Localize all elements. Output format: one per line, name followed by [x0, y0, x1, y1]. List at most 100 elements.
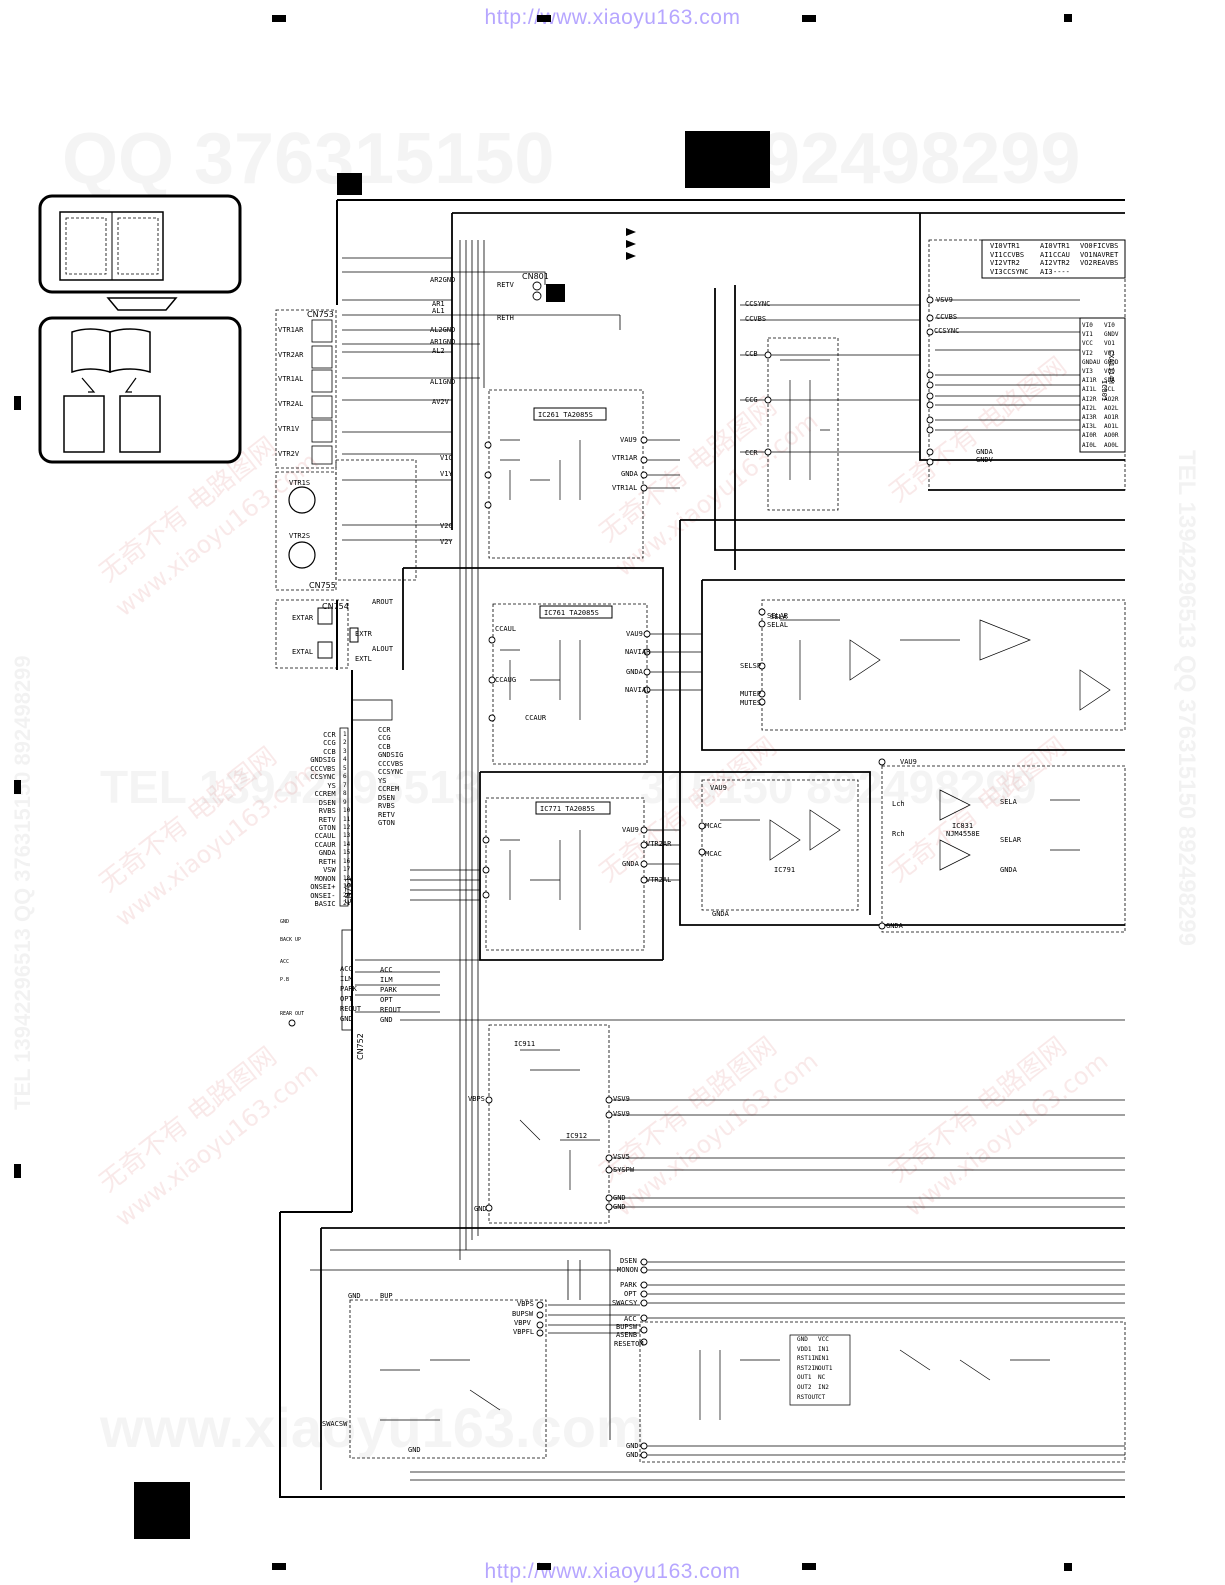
- registration-mark: [14, 1164, 21, 1178]
- ic-label-regulator-a: IC911: [514, 1040, 536, 1048]
- net-label-swacsy: SWACSY: [612, 1299, 638, 1307]
- cn751-pin-number: 10: [343, 807, 351, 815]
- net-label-vbpfl: VBPFL: [513, 1328, 535, 1336]
- cn752-net-label: REOUT: [380, 1006, 402, 1014]
- reset-ic-pin-right: NC: [818, 1374, 826, 1382]
- cn752-net-label: PARK: [380, 986, 397, 994]
- watermark-tel-mid: TEL 13942296513: [100, 760, 480, 814]
- net-label-ar1gnd: AR1GND: [430, 338, 456, 346]
- net-label-vsv9: VSV9: [613, 1110, 630, 1118]
- net-label-vtr1al: VTR1AL: [612, 484, 638, 492]
- reset-ic-pin-left: RSTOUT: [797, 1393, 819, 1401]
- cn751-net-label: RVBS: [378, 802, 395, 811]
- net-label-bupsw: BUPSW: [616, 1323, 638, 1331]
- connector-label-cn752: CN752: [356, 1033, 365, 1060]
- net-label-retv: RETV: [497, 281, 514, 289]
- cn751-net-label: CCG: [378, 734, 391, 743]
- net-label-al1gnd: AL1GND: [430, 378, 456, 386]
- cn751-pin-number: 18: [343, 874, 351, 882]
- cn751-pin-number: 2: [343, 739, 347, 747]
- ic-label-regulator-b: IC912: [566, 1132, 588, 1140]
- net-label-selal: SELAL: [767, 621, 789, 629]
- cn751-pin-number: 9: [343, 798, 347, 806]
- jack-label: VTR1V: [278, 425, 300, 433]
- reset-ic-pin-left: GND: [797, 1336, 808, 1343]
- net-label-asenb: ASENB: [616, 1331, 638, 1339]
- registration-mark: [14, 780, 21, 794]
- net-label-opt: OPT: [624, 1290, 637, 1298]
- watermark-mid-right: 315150 892498299: [640, 760, 1037, 814]
- cn751-pin-label: CCAUR: [314, 840, 336, 849]
- watermark-qq-left: QQ 376315150: [62, 118, 554, 200]
- reset-ic-pin-right: IN1: [818, 1345, 829, 1353]
- net-label-vau9: VAU9: [622, 826, 639, 834]
- cn751-pin-number: 21: [343, 900, 351, 907]
- cn751-pin-label: CCREM: [314, 790, 336, 799]
- cn752-pin-label: ACC: [340, 965, 353, 973]
- registration-mark: [272, 15, 286, 22]
- net-label-ccr: CCR: [745, 449, 758, 457]
- cn751-pin-label: DSEN: [318, 798, 336, 807]
- cn751-pin-number: 16: [343, 857, 351, 865]
- cn751-pin-label: BASIC: [314, 900, 336, 908]
- cn752-net-label: OPT: [380, 996, 393, 1004]
- cn751-net-label: YS: [378, 776, 387, 785]
- net-label-ccsync: CCSYNC: [934, 327, 960, 335]
- cn751-pin-number: 12: [343, 823, 351, 831]
- mux-pin-label-right: AO0R: [1104, 432, 1119, 440]
- net-label-gnda: GNDA: [712, 910, 729, 918]
- net-label-ccaur: CCAUR: [525, 714, 547, 722]
- net-label-vtr1ar: VTR1AR: [612, 454, 638, 462]
- din-label: VTR2S: [289, 532, 311, 540]
- net-label-al2gnd: AL2GND: [430, 326, 456, 334]
- jack-label: VTR1AL: [278, 375, 304, 383]
- mux-pin-label-right: SCL: [1104, 386, 1115, 394]
- net-label-extr: EXTR: [355, 630, 372, 638]
- ic-label-ic761: IC761 TA2085S: [544, 609, 599, 617]
- net-label-vbpv: VBPV: [514, 1319, 531, 1327]
- net-label-vbps: VBPS: [468, 1095, 485, 1103]
- net-label-vbps: VBPS: [517, 1300, 534, 1308]
- net-label-gnd: GND: [613, 1194, 626, 1202]
- registration-mark: [537, 1563, 551, 1570]
- mux-pin-label-right: AO2R: [1104, 395, 1119, 403]
- net-label-gnd: GND: [348, 1292, 361, 1300]
- net-label-v2c: V2C: [440, 522, 453, 530]
- rca-input-label: ACC: [280, 959, 290, 965]
- net-label-arout: AROUT: [372, 598, 394, 606]
- mux-pin-label: GNDAU: [1082, 358, 1101, 366]
- cn752-pin-label: GND: [340, 1015, 353, 1023]
- reset-ic-pin-left: RST1IN: [797, 1355, 819, 1363]
- ic-label-switch: IC791: [774, 866, 796, 874]
- rca-input-label: REAR OUT: [280, 1011, 305, 1017]
- mux-pin-label-right: VO0: [1104, 368, 1115, 375]
- net-label-naval: NAVIAL: [625, 686, 651, 694]
- reset-ic-pin-left: VDD1: [797, 1345, 812, 1353]
- cn751-pin-label: GTON: [318, 823, 336, 832]
- reset-ic-pin-right: IN1: [818, 1355, 829, 1363]
- net-label-extl: EXTL: [355, 655, 372, 663]
- mux-pin-label: VI1: [1082, 331, 1093, 339]
- mux-pin-label-right: VO1: [1104, 340, 1115, 348]
- mux-table-cell: NAVRET: [1093, 250, 1119, 259]
- cn751-net-label: CCR: [378, 726, 391, 734]
- net-label-sela: SELA: [1000, 798, 1017, 806]
- mux-pin-label-right: VO1: [1104, 349, 1115, 357]
- jack-label: VTR2V: [278, 450, 300, 458]
- reset-ic-pin-left: RST2IN: [797, 1364, 819, 1372]
- net-label-mutes: MUTES: [740, 699, 762, 707]
- net-label-swacsw: SWACSW: [322, 1420, 348, 1428]
- mux-pin-label: AI1R: [1082, 377, 1097, 385]
- net-label-ccg: CCG: [745, 396, 758, 404]
- cn752-pin-label: PARK: [340, 985, 357, 993]
- cn751-pin-number: 5: [343, 764, 347, 772]
- cn751-pin-label: CCR: [323, 731, 336, 739]
- net-label-vau9: VAU9: [626, 630, 643, 638]
- mux-pin-label-right: AO0L: [1104, 441, 1119, 449]
- cn752-pin-label: OPT: [340, 995, 353, 1003]
- net-label-gnd: GND: [408, 1446, 421, 1454]
- net-label-gndv: GNDV: [976, 456, 993, 464]
- jack-label: VTR2AR: [278, 351, 304, 359]
- net-label-mcac: MCAC: [705, 822, 722, 830]
- reset-ic-pin-left: OUT2: [797, 1384, 812, 1391]
